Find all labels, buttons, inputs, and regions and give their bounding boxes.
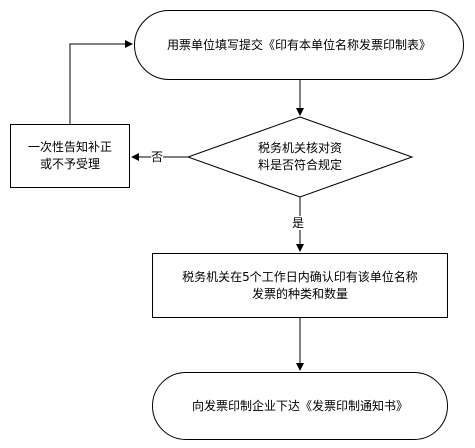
no-label: 否 — [151, 150, 164, 164]
reject-box: 一次性告知补正 或不予受理 — [10, 124, 130, 188]
end-terminal-text: 向发票印制企业下达《发票印制通知书》 — [191, 398, 408, 413]
reject-text-line-1: 一次性告知补正 — [27, 140, 112, 154]
process-box: 税务机关在5个工作日内确认印有该单位名称 发票的种类和数量 — [152, 253, 448, 318]
start-terminal-text: 用票单位填写提交《印有本单位名称发票印制表》 — [166, 37, 431, 52]
arrow-reject-to-start — [69, 40, 133, 124]
decision-text-line-2: 料是否符合规定 — [257, 158, 342, 172]
yes-label: 是 — [292, 216, 305, 230]
process-text-line-2: 发票的种类和数量 — [251, 286, 348, 301]
reject-text-line-2: 或不予受理 — [39, 157, 100, 171]
process-text-line-1: 税务机关在5个工作日内确认印有该单位名称 — [182, 269, 418, 284]
decision-text-line-1: 税务机关核对资 — [257, 141, 342, 155]
decision-text: 税务机关核对资 料是否符合规定 — [230, 140, 370, 174]
start-terminal: 用票单位填写提交《印有本单位名称发票印制表》 — [134, 10, 464, 80]
end-terminal: 向发票印制企业下达《发票印制通知书》 — [152, 372, 448, 440]
